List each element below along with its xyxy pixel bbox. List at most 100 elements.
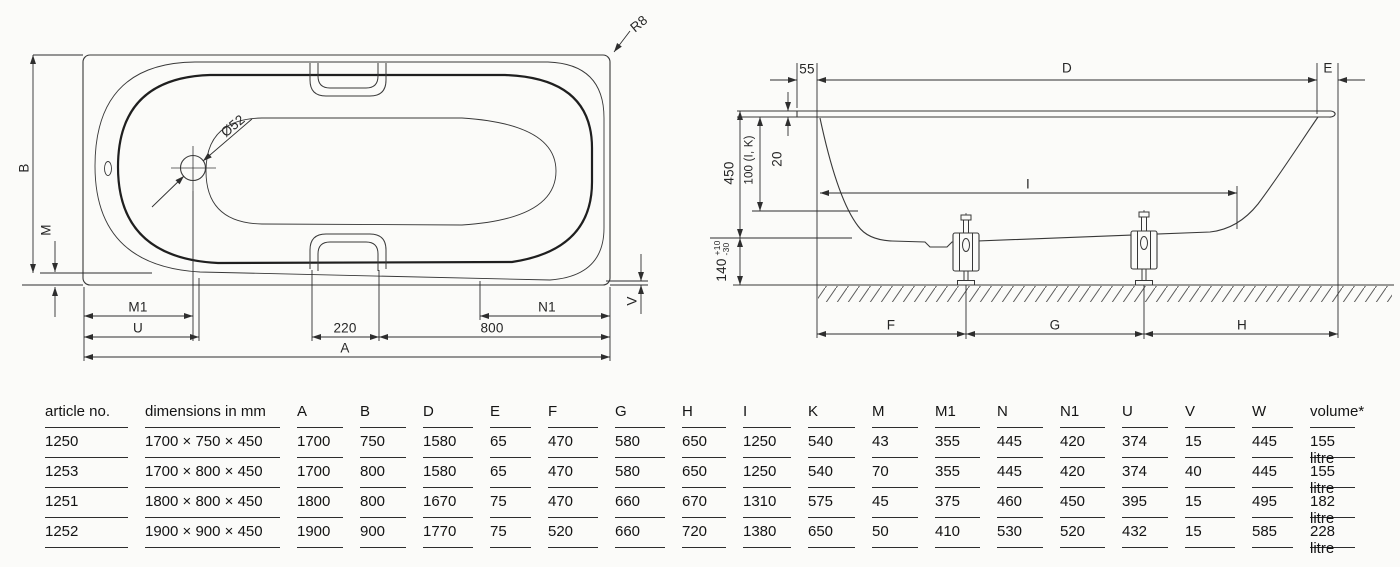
table-cell-r0-c8: 650 [682, 428, 726, 458]
table-cell-r0-c13: 445 [997, 428, 1043, 458]
dim-label-55: 55 [799, 61, 815, 77]
header-cell-5: E [490, 399, 531, 428]
table-cell-r3-c12: 410 [935, 518, 980, 548]
table-cell-r2-c0: 1251 [45, 488, 128, 518]
table-cell-r2-c7: 660 [615, 488, 665, 518]
table-cell-r1-c18: 155 litre [1310, 458, 1355, 497]
table-cell-r2-c12: 375 [935, 488, 980, 518]
dim-label-800: 800 [480, 320, 504, 336]
table-cell-r1-c6: 470 [548, 458, 598, 488]
header-cell-2: A [297, 399, 343, 428]
dim-label-h: H [1237, 317, 1247, 333]
dim-label-i: I [1026, 176, 1030, 192]
dim-label-u: U [133, 320, 143, 336]
dim-label-m: M [38, 224, 54, 236]
table-cell-r3-c15: 432 [1122, 518, 1168, 548]
dim-label-b: B [16, 163, 32, 173]
header-cell-16: V [1185, 399, 1235, 428]
table-cell-r2-c2: 1800 [297, 488, 343, 518]
table-cell-r1-c8: 650 [682, 458, 726, 488]
plan-dimensions [22, 30, 648, 361]
table-cell-r2-c4: 1670 [423, 488, 473, 518]
table-cell-r2-c6: 470 [548, 488, 598, 518]
table-cell-r1-c0: 1253 [45, 458, 128, 488]
table-cell-r3-c3: 900 [360, 518, 406, 548]
side-dimensions [710, 63, 1365, 339]
table-cell-r3-c8: 720 [682, 518, 726, 548]
header-cell-9: I [743, 399, 791, 428]
table-cell-r2-c3: 800 [360, 488, 406, 518]
dim-label-v: V [624, 296, 640, 306]
table-cell-r1-c14: 420 [1060, 458, 1105, 488]
table-cell-r3-c5: 75 [490, 518, 531, 548]
table-cell-r0-c1: 1700 × 750 × 450 [145, 428, 280, 458]
table-cell-r0-c14: 420 [1060, 428, 1105, 458]
table-cell-r1-c16: 40 [1185, 458, 1235, 488]
table-cell-r1-c15: 374 [1122, 458, 1168, 488]
table-cell-r0-c5: 65 [490, 428, 531, 458]
table-cell-r1-c12: 355 [935, 458, 980, 488]
header-cell-1: dimensions in mm [145, 399, 280, 428]
dim-label-20: 20 [769, 151, 785, 167]
table-cell-r0-c16: 15 [1185, 428, 1235, 458]
table-cell-r2-c1: 1800 × 800 × 450 [145, 488, 280, 518]
table-cell-r1-c7: 580 [615, 458, 665, 488]
table-cell-r3-c0: 1252 [45, 518, 128, 548]
header-cell-17: W [1252, 399, 1293, 428]
table-cell-r2-c5: 75 [490, 488, 531, 518]
table-cell-r1-c10: 540 [808, 458, 855, 488]
table-cell-r1-c5: 65 [490, 458, 531, 488]
table-cell-r2-c8: 670 [682, 488, 726, 518]
table-cell-r2-c10: 575 [808, 488, 855, 518]
table-cell-r1-c9: 1250 [743, 458, 791, 488]
table-cell-r3-c6: 520 [548, 518, 598, 548]
table-cell-r1-c11: 70 [872, 458, 918, 488]
header-cell-11: M [872, 399, 918, 428]
table-cell-r2-c14: 450 [1060, 488, 1105, 518]
header-cell-8: H [682, 399, 726, 428]
table-cell-r0-c12: 355 [935, 428, 980, 458]
dim-label-m1: M1 [128, 299, 148, 315]
dim-label-100-ik: 100 (I, K) [743, 135, 756, 185]
header-cell-18: volume* [1310, 399, 1364, 428]
foot-left [952, 213, 980, 286]
header-cell-14: N1 [1060, 399, 1105, 428]
side-view [733, 110, 1394, 302]
header-cell-13: N [997, 399, 1043, 428]
table-cell-r3-c9: 1380 [743, 518, 791, 548]
table-cell-r1-c13: 445 [997, 458, 1043, 488]
table-cell-r2-c16: 15 [1185, 488, 1235, 518]
table-cell-r3-c17: 585 [1252, 518, 1293, 548]
table-cell-r2-c11: 45 [872, 488, 918, 518]
table-cell-r2-c17: 495 [1252, 488, 1293, 518]
dim-label-f: F [886, 317, 896, 333]
plan-view [82, 54, 611, 286]
table-cell-r3-c16: 15 [1185, 518, 1235, 548]
header-cell-4: D [423, 399, 473, 428]
technical-drawing [22, 30, 1394, 361]
table-cell-r0-c4: 1580 [423, 428, 473, 458]
table-cell-r0-c10: 540 [808, 428, 855, 458]
table-cell-r3-c1: 1900 × 900 × 450 [145, 518, 280, 548]
header-cell-12: M1 [935, 399, 980, 428]
header-cell-0: article no. [45, 399, 128, 428]
foot-right [1130, 210, 1158, 286]
table-cell-r3-c4: 1770 [423, 518, 473, 548]
table-cell-r3-c13: 530 [997, 518, 1043, 548]
table-cell-r0-c2: 1700 [297, 428, 343, 458]
table-cell-r0-c0: 1250 [45, 428, 128, 458]
dim-label-450: 450 [721, 161, 737, 185]
dim-label-140-tolerance: +10 -30 [712, 240, 731, 256]
table-cell-r0-c6: 470 [548, 428, 598, 458]
dim-label-g: G [1049, 317, 1061, 333]
header-cell-15: U [1122, 399, 1168, 428]
table-cell-r0-c7: 580 [615, 428, 665, 458]
table-cell-r3-c11: 50 [872, 518, 918, 548]
dim-label-140-value: 140 [714, 258, 730, 282]
table-cell-r1-c2: 1700 [297, 458, 343, 488]
table-cell-r3-c18: 228 litre [1310, 518, 1355, 557]
dim-label-140: 140 +10 -30 [712, 240, 731, 282]
table-cell-r3-c14: 520 [1060, 518, 1105, 548]
